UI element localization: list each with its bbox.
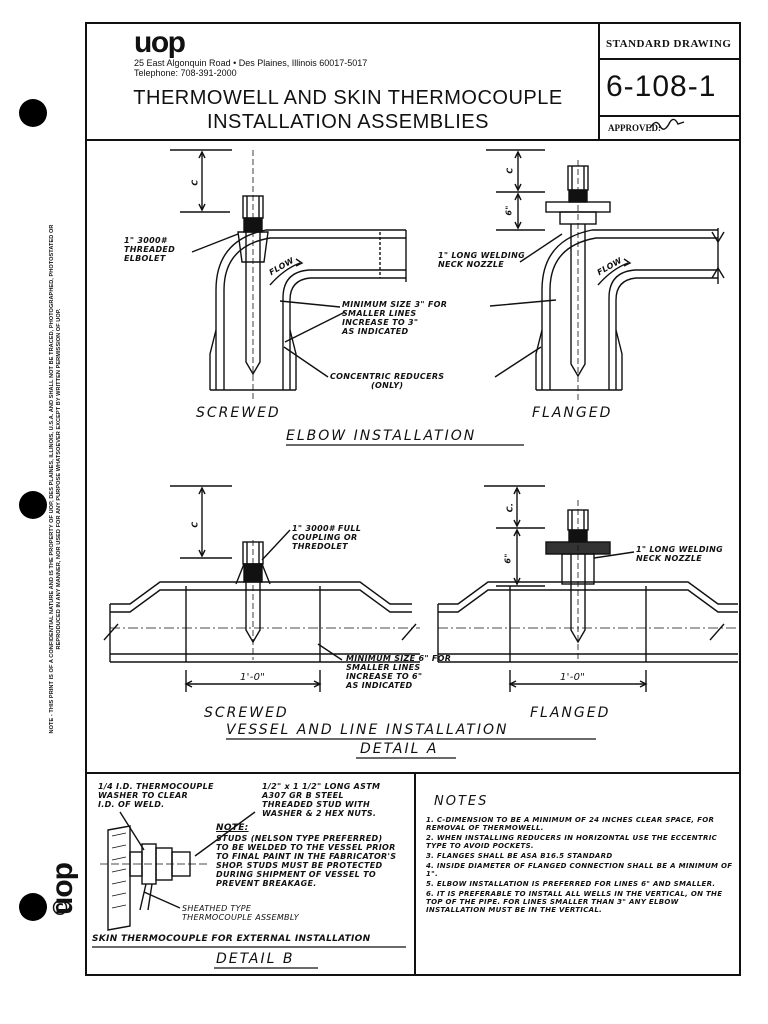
elbow-flanged-drawing	[486, 149, 725, 400]
list-item: 1. C-DIMENSION TO BE A MINIMUM OF 24 INC…	[426, 816, 715, 832]
vessel-right-6-dimension: 6"	[503, 553, 513, 564]
header-divider	[598, 22, 600, 141]
approval-signature	[649, 118, 685, 130]
vessel-flanged-drawing	[437, 485, 740, 692]
detail-a-label: DETAIL A	[360, 741, 439, 757]
approved-rule	[598, 115, 741, 117]
list-item: 6. IT IS PREFERABLE TO INSTALL ALL WELLS…	[426, 890, 723, 914]
detail-b-caption: SKIN THERMOCOUPLE FOR EXTERNAL INSTALLAT…	[92, 934, 371, 944]
drawing-number: 6-108-1	[606, 70, 717, 103]
stud-note-heading: NOTE:	[216, 823, 249, 833]
drawing-frame	[85, 22, 741, 976]
list-item: 2. WHEN INSTALLING REDUCERS IN HORIZONTA…	[426, 834, 718, 850]
approved-label: APPROVED:	[608, 123, 661, 133]
detail-b-divider	[414, 772, 416, 976]
header-bottom-rule	[85, 139, 741, 141]
concentric-reducers-label: CONCENTRIC REDUCERS (ONLY)	[330, 372, 445, 390]
vessel-flanged-caption: FLANGED	[530, 705, 611, 721]
notes-list: 1. C-DIMENSION TO BE A MINIMUM OF 24 INC…	[426, 816, 734, 916]
elbow-right-c-dimension: C	[505, 167, 515, 174]
list-item: 4. INSIDE DIAMETER OF FLANGED CONNECTION…	[426, 862, 733, 878]
uop-logo: uop	[134, 26, 186, 59]
vessel-left-c-dimension: C	[190, 521, 200, 528]
stud-note-body: STUDS (NELSON TYPE PREFERRED) TO BE WELD…	[216, 834, 397, 888]
binder-hole-top	[19, 99, 47, 127]
elbow-right-6-dimension: 6"	[504, 205, 514, 216]
vessel-min-size-label: MINIMUM SIZE 6" FOR SMALLER LINES INCREA…	[346, 654, 452, 690]
company-address: 25 East Algonquin Road • Des Plaines, Il…	[134, 58, 368, 78]
vessel-screwed-caption: SCREWED	[204, 705, 289, 721]
vessel-left-length-label: 1'-0"	[240, 672, 266, 683]
elbow-installation-title: ELBOW INSTALLATION	[286, 428, 477, 444]
vessel-screwed-drawing	[103, 485, 420, 692]
full-coupling-label: 1" 3000# FULL COUPLING OR THREDOLET	[292, 524, 362, 551]
copyright-symbol: ©	[50, 896, 70, 920]
list-item: 5. ELBOW INSTALLATION IS PREFERRED FOR L…	[426, 880, 716, 888]
detail-b-label: DETAIL B	[216, 951, 295, 967]
standard-drawing-label: STANDARD DRAWING	[606, 38, 732, 50]
vessel-right-length-label: 1'-0"	[560, 672, 586, 683]
detail-b-top-rule	[85, 772, 741, 774]
vessel-welding-neck-label: 1" LONG WELDING NECK NOZZLE	[636, 545, 723, 563]
washer-label: 1/4 I.D. THERMOCOUPLE WASHER TO CLEAR I.…	[98, 782, 214, 809]
binder-hole-middle	[19, 491, 47, 519]
notes-title: NOTES	[434, 794, 489, 809]
elbow-welding-neck-label: 1" LONG WELDING NECK NOZZLE	[438, 251, 525, 269]
drawing-title: THERMOWELL AND SKIN THERMOCOUPLE INSTALL…	[133, 87, 563, 133]
stud-label: 1/2" x 1 1/2" LONG ASTM A307 GR B STEEL …	[262, 782, 381, 818]
elbow-screwed-drawing	[170, 149, 407, 400]
elbow-left-c-dimension: C	[190, 179, 200, 186]
elbow-flanged-caption: FLANGED	[532, 405, 613, 421]
elbow-screwed-caption: SCREWED	[196, 405, 281, 421]
list-item: 3. FLANGES SHALL BE ASA B16.5 STANDARD	[426, 852, 613, 860]
detail-b-drawing	[100, 811, 256, 931]
binder-hole-bottom	[19, 893, 47, 921]
sheathed-thermocouple-label: SHEATHED TYPE THERMOCOUPLE ASSEMBLY	[182, 904, 299, 922]
standard-drawing-rule	[598, 58, 741, 60]
vessel-installation-title: VESSEL AND LINE INSTALLATION	[226, 722, 509, 738]
vessel-right-c-dimension: C.	[505, 502, 515, 513]
elbow-min-size-label: MINIMUM SIZE 3" FOR SMALLER LINES INCREA…	[342, 300, 448, 336]
threaded-elbolet-label: 1" 3000# THREADED ELBOLET	[124, 236, 176, 263]
